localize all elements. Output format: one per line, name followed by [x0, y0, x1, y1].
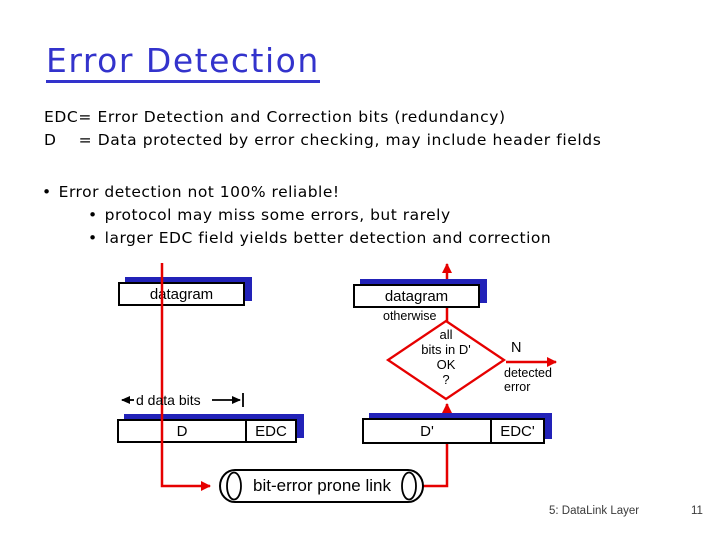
decision-line-1: all [439, 327, 453, 342]
bullet-sub2-text: larger EDC field yields better detection… [104, 229, 552, 247]
sender-datagram-box: datagram [118, 282, 245, 306]
decision-line-4: ? [442, 372, 450, 387]
bit-error-link-label: bit-error prone link [253, 476, 391, 495]
link-cylinder-left-cap [226, 471, 242, 501]
footer-section-label: 5: DataLink Layer [549, 505, 640, 517]
definition-edc: EDC= Error Detection and Correction bits… [44, 108, 506, 126]
slide-title: Error Detection [46, 43, 320, 83]
bullet-main: • Error detection not 100% reliable! [42, 183, 340, 202]
receiver-datagram-label: datagram [384, 287, 449, 305]
decision-line-2: bits in D' [421, 342, 471, 357]
bullet-sub1: • protocol may miss some errors, but rar… [88, 206, 451, 225]
link-to-receiver-line [423, 403, 452, 488]
decision-label: all bits in D' OK ? [390, 327, 502, 387]
otherwise-label: otherwise [383, 309, 437, 323]
receiver-frame-box: D' EDC' [362, 418, 545, 444]
decision-line-3: OK [436, 357, 456, 372]
bullet-marker: • [88, 229, 98, 247]
bullet-main-text: Error detection not 100% reliable! [58, 183, 340, 201]
sender-edc-cell: EDC [245, 421, 295, 441]
d-data-bits-label: d data bits [136, 392, 201, 408]
receiver-d-cell: D' [420, 422, 434, 440]
bullet-marker: • [42, 183, 52, 201]
sender-datagram-label: datagram [149, 285, 214, 303]
footer-page-number: 11 [691, 505, 703, 517]
no-branch-label: N [511, 340, 522, 356]
definition-d: D = Data protected by error checking, ma… [44, 131, 602, 149]
detected-error-line-2: error [504, 380, 531, 394]
receiver-datagram-box: datagram [353, 284, 480, 308]
sender-d-cell: D [176, 422, 188, 440]
bullet-marker: • [88, 206, 98, 224]
detected-error-line-1: detected [504, 366, 552, 380]
detected-error-label: detected error [504, 366, 552, 394]
sender-frame-box: D EDC [117, 419, 297, 443]
bullet-sub2: • larger EDC field yields better detecti… [88, 229, 551, 248]
link-cylinder-right-cap [401, 471, 417, 501]
receiver-edc-cell: EDC' [490, 420, 543, 442]
bullet-sub1-text: protocol may miss some errors, but rarel… [104, 206, 451, 224]
